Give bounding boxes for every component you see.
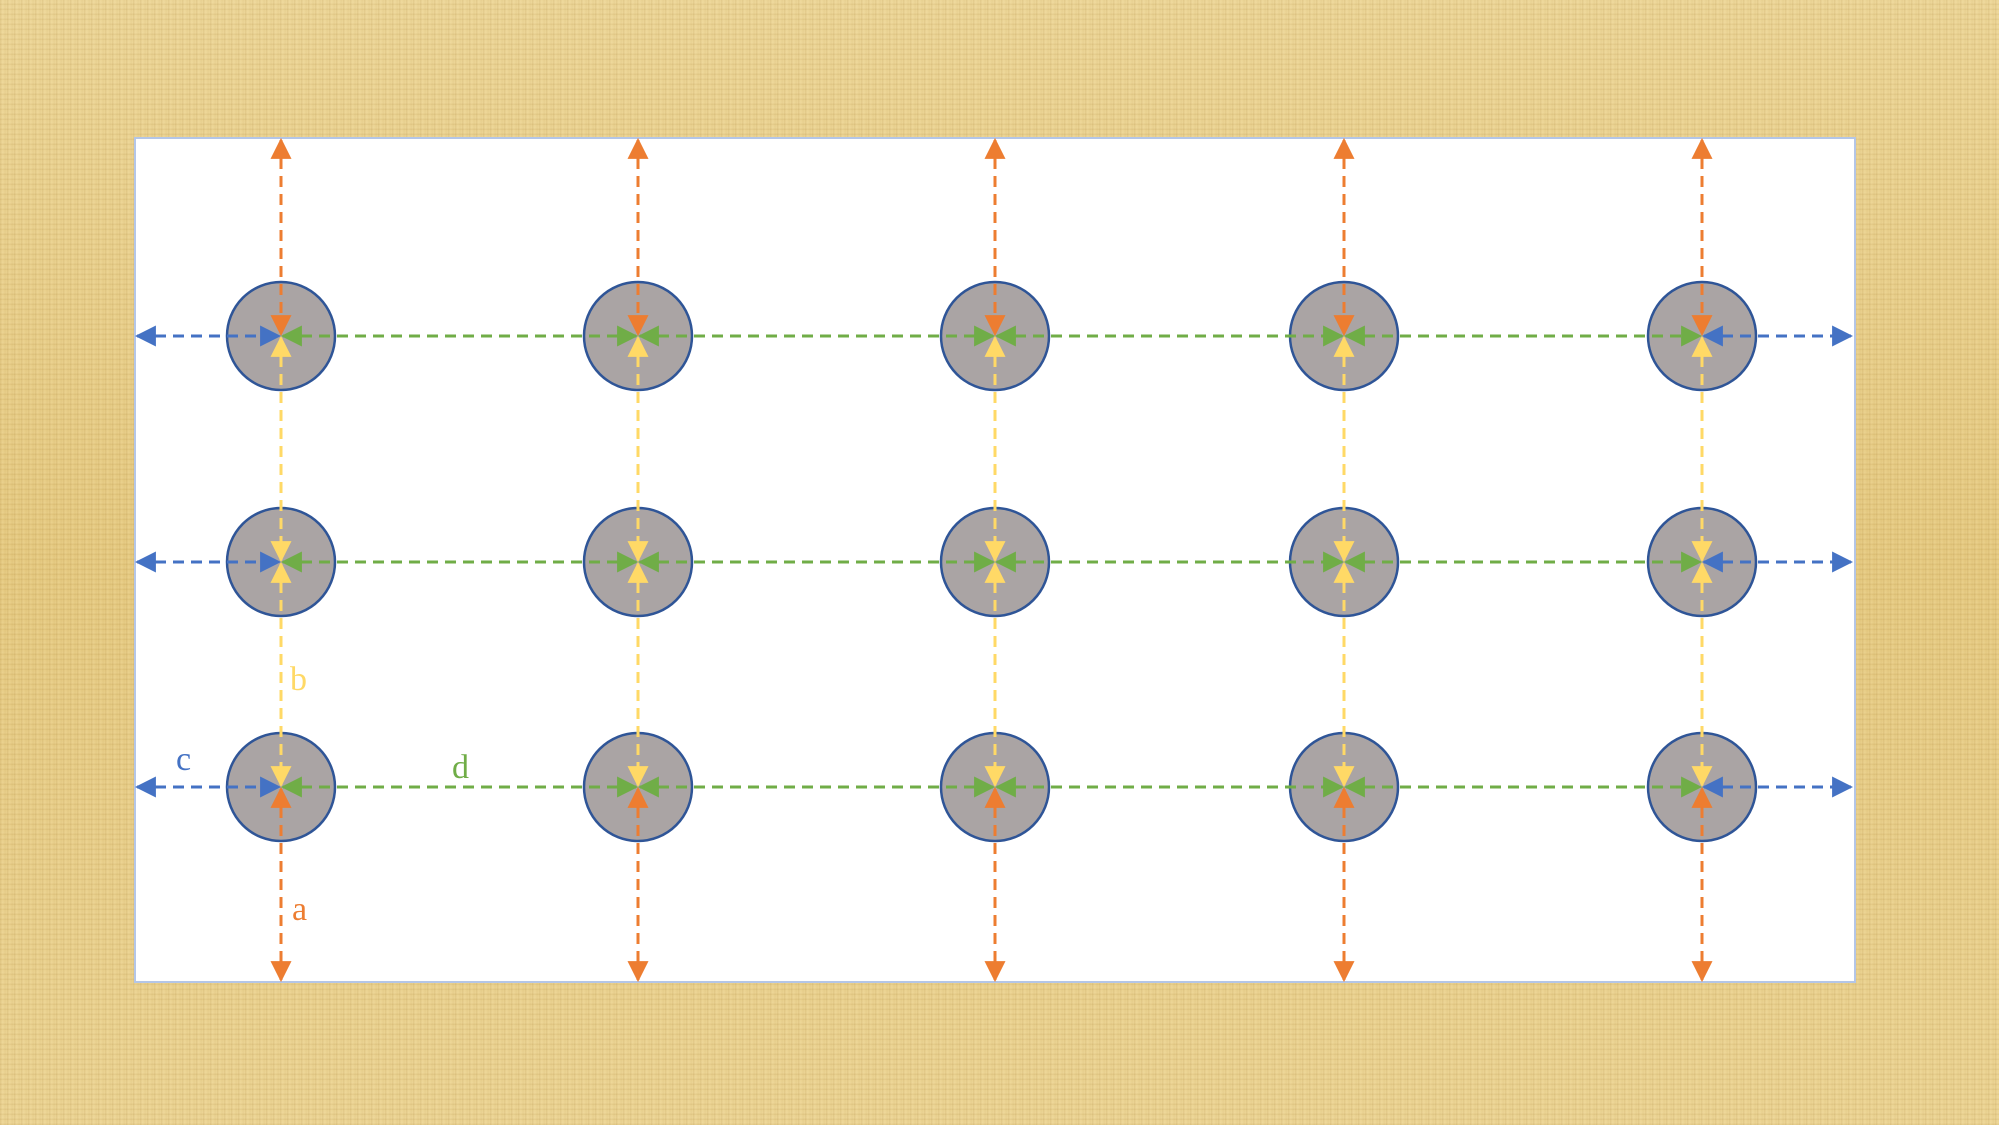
hole-r1-c3 xyxy=(939,280,1051,392)
hole-r1-c1 xyxy=(225,280,337,392)
hole-r1-c2 xyxy=(582,280,694,392)
label-a: a xyxy=(292,891,307,928)
hole-r1-c5 xyxy=(1646,280,1758,392)
label-b: b xyxy=(290,661,307,698)
label-d: d xyxy=(452,749,469,786)
label-c: c xyxy=(176,741,191,778)
dimension-arrows-layer xyxy=(134,137,1854,983)
